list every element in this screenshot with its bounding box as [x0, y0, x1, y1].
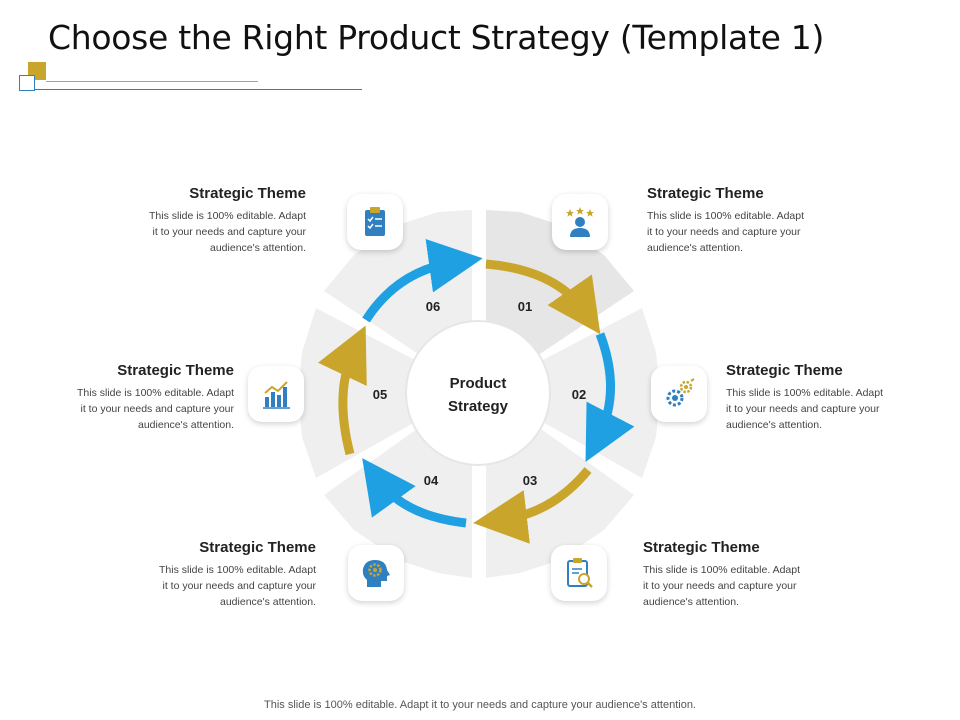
theme-block-05: Strategic Theme This slide is 100% edita… — [44, 362, 234, 433]
people-stars-icon — [566, 207, 594, 237]
icon-card-04 — [348, 545, 404, 601]
theme-desc-line: audience's attention. — [210, 242, 306, 254]
bar-chart-icon — [263, 381, 290, 409]
theme-description: This slide is 100% editable. Adapt it to … — [126, 562, 316, 610]
step-number-04: 04 — [424, 473, 439, 488]
theme-desc-line: This slide is 100% editable. Adapt — [148, 210, 306, 222]
theme-description: This slide is 100% editable. Adapt it to … — [44, 385, 234, 433]
icon-card-06 — [347, 194, 403, 250]
center-label-line1: Product — [450, 375, 507, 392]
theme-desc-line: audience's attention. — [220, 596, 316, 608]
theme-desc-line: it to your needs and capture your — [647, 226, 801, 238]
theme-description: This slide is 100% editable. Adapt it to … — [726, 385, 916, 433]
step-number-03: 03 — [523, 473, 537, 488]
theme-heading: Strategic Theme — [189, 185, 306, 202]
theme-desc-line: it to your needs and capture your — [80, 403, 234, 415]
icon-card-02 — [651, 366, 707, 422]
theme-block-02: Strategic Theme This slide is 100% edita… — [726, 362, 916, 433]
arrow-03 — [473, 467, 592, 544]
theme-description: This slide is 100% editable. Adapt it to … — [647, 208, 837, 256]
theme-desc-line: This slide is 100% editable. Adapt — [76, 387, 234, 399]
theme-block-04: Strategic Theme This slide is 100% edita… — [126, 539, 316, 610]
theme-desc-line: This slide is 100% editable. Adapt — [158, 564, 316, 576]
icon-card-01 — [552, 194, 608, 250]
theme-desc-line: it to your needs and capture your — [643, 580, 797, 592]
head-gear-icon — [362, 560, 390, 587]
theme-block-03: Strategic Theme This slide is 100% edita… — [643, 539, 833, 610]
title-underline-gold — [46, 81, 258, 82]
theme-block-06: Strategic Theme This slide is 100% edita… — [116, 185, 306, 256]
theme-heading: Strategic Theme — [199, 539, 316, 556]
theme-desc-line: This slide is 100% editable. Adapt — [643, 564, 801, 576]
center-label-line2: Strategy — [448, 398, 509, 415]
arrow-02 — [585, 332, 635, 462]
theme-desc-line: it to your needs and capture your — [162, 580, 316, 592]
theme-description: This slide is 100% editable. Adapt it to … — [643, 562, 833, 610]
title-accent-blue-square — [19, 75, 35, 91]
title-underline-blue — [34, 89, 362, 90]
center-circle — [405, 320, 551, 466]
arrow-05 — [318, 325, 367, 456]
step-number-01: 01 — [518, 299, 532, 314]
clipboard-search-icon — [567, 558, 593, 588]
arrow-01 — [485, 259, 601, 335]
theme-block-01: Strategic Theme This slide is 100% edita… — [647, 185, 837, 256]
icon-card-05 — [248, 366, 304, 422]
theme-desc-line: audience's attention. — [643, 596, 739, 608]
arrow-06 — [362, 238, 483, 323]
checklist-icon — [365, 207, 385, 236]
theme-desc-line: audience's attention. — [138, 419, 234, 431]
theme-desc-line: it to your needs and capture your — [726, 403, 880, 415]
footer-note: This slide is 100% editable. Adapt it to… — [264, 699, 696, 711]
theme-desc-line: it to your needs and capture your — [152, 226, 306, 238]
theme-desc-line: This slide is 100% editable. Adapt — [647, 210, 805, 222]
gears-icon — [666, 378, 695, 407]
icon-card-03 — [551, 545, 607, 601]
theme-description: This slide is 100% editable. Adapt it to … — [116, 208, 306, 256]
theme-heading: Strategic Theme — [643, 539, 760, 556]
arrow-04 — [362, 458, 467, 528]
theme-heading: Strategic Theme — [117, 362, 234, 379]
theme-desc-line: audience's attention. — [647, 242, 743, 254]
theme-desc-line: This slide is 100% editable. Adapt — [726, 387, 884, 399]
step-number-06: 06 — [426, 299, 440, 314]
theme-heading: Strategic Theme — [647, 185, 764, 202]
theme-desc-line: audience's attention. — [726, 419, 822, 431]
slide-title: Choose the Right Product Strategy (Templ… — [48, 18, 825, 57]
step-number-05: 05 — [373, 387, 387, 402]
theme-heading: Strategic Theme — [726, 362, 843, 379]
step-number-02: 02 — [572, 387, 586, 402]
